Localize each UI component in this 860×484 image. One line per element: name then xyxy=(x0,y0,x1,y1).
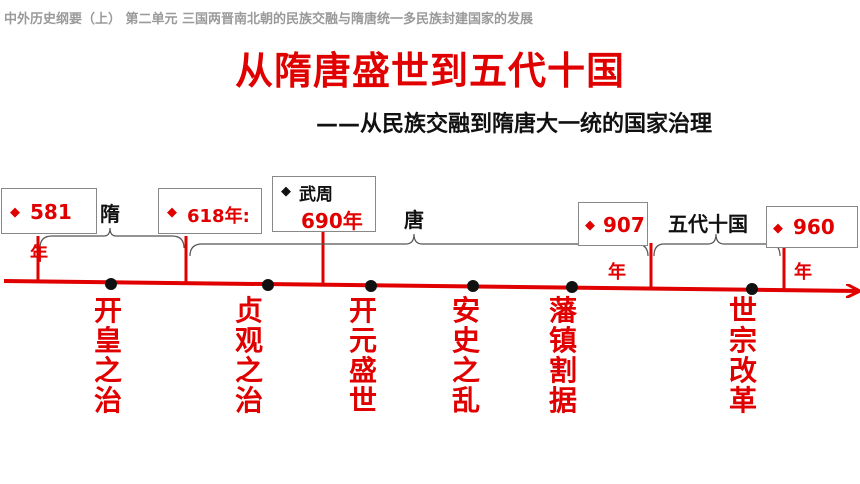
event-label-kaihuang: 开皇之治 xyxy=(93,294,122,417)
year-label-618: 618年: xyxy=(187,206,250,227)
timeline-axis xyxy=(3,279,858,291)
diamond-bullet: ◆ xyxy=(773,221,783,236)
year-box-618: ◆ 618年: xyxy=(158,188,262,234)
diamond-bullet: ◆ xyxy=(167,205,177,220)
event-dot xyxy=(262,279,274,291)
period-label-tang: 唐 xyxy=(404,208,424,232)
page-title: 从隋唐盛世到五代十国 xyxy=(234,49,625,93)
diamond-bullet: ◆ xyxy=(585,218,595,233)
year-box-907: ◆ 907 xyxy=(578,202,648,246)
brace-wudai xyxy=(653,233,781,257)
year-box-960: ◆ 960 xyxy=(766,206,858,248)
year-label-581: 581 xyxy=(30,200,72,224)
diamond-bullet: ◆ xyxy=(281,184,291,199)
period-label-wudai: 五代十国 xyxy=(668,212,748,236)
event-label-kaiyuan: 开元盛世 xyxy=(348,294,377,417)
year-label-907: 907 xyxy=(603,213,645,237)
page-subtitle: ——从民族交融到隋唐大一统的国家治理 xyxy=(316,112,713,137)
year-suffix-960: 年 xyxy=(794,262,812,283)
diamond-bullet: ◆ xyxy=(10,205,20,220)
year-suffix-907: 年 xyxy=(608,262,626,283)
event-label-zhenguan: 贞观之治 xyxy=(234,294,263,417)
event-dot xyxy=(365,280,377,292)
event-label-fanzhen: 藩镇割据 xyxy=(548,294,577,417)
period-label-sui: 隋 xyxy=(100,202,120,226)
year-box-581: ◆ 581 xyxy=(1,188,97,234)
event-label-shizong: 世宗改革 xyxy=(728,294,757,417)
event-dot xyxy=(566,281,578,293)
event-label-anshi: 安史之乱 xyxy=(451,294,480,417)
year-box-690: ◆ 武周 690年 xyxy=(272,176,376,233)
header-course-title: 中外历史纲要（上） 第二单元 三国两晋南北朝的民族交融与隋唐统一多民族封建国家的… xyxy=(4,12,534,27)
year-label-960: 960 xyxy=(793,215,835,239)
event-dot xyxy=(105,278,117,290)
year-label-690: 690年 xyxy=(301,209,363,233)
event-dot xyxy=(467,280,479,292)
year-suffix-581: 年 xyxy=(30,244,48,265)
brace-sui xyxy=(39,227,185,249)
event-dot xyxy=(746,283,758,295)
wuzhou-label: 武周 xyxy=(299,185,333,205)
